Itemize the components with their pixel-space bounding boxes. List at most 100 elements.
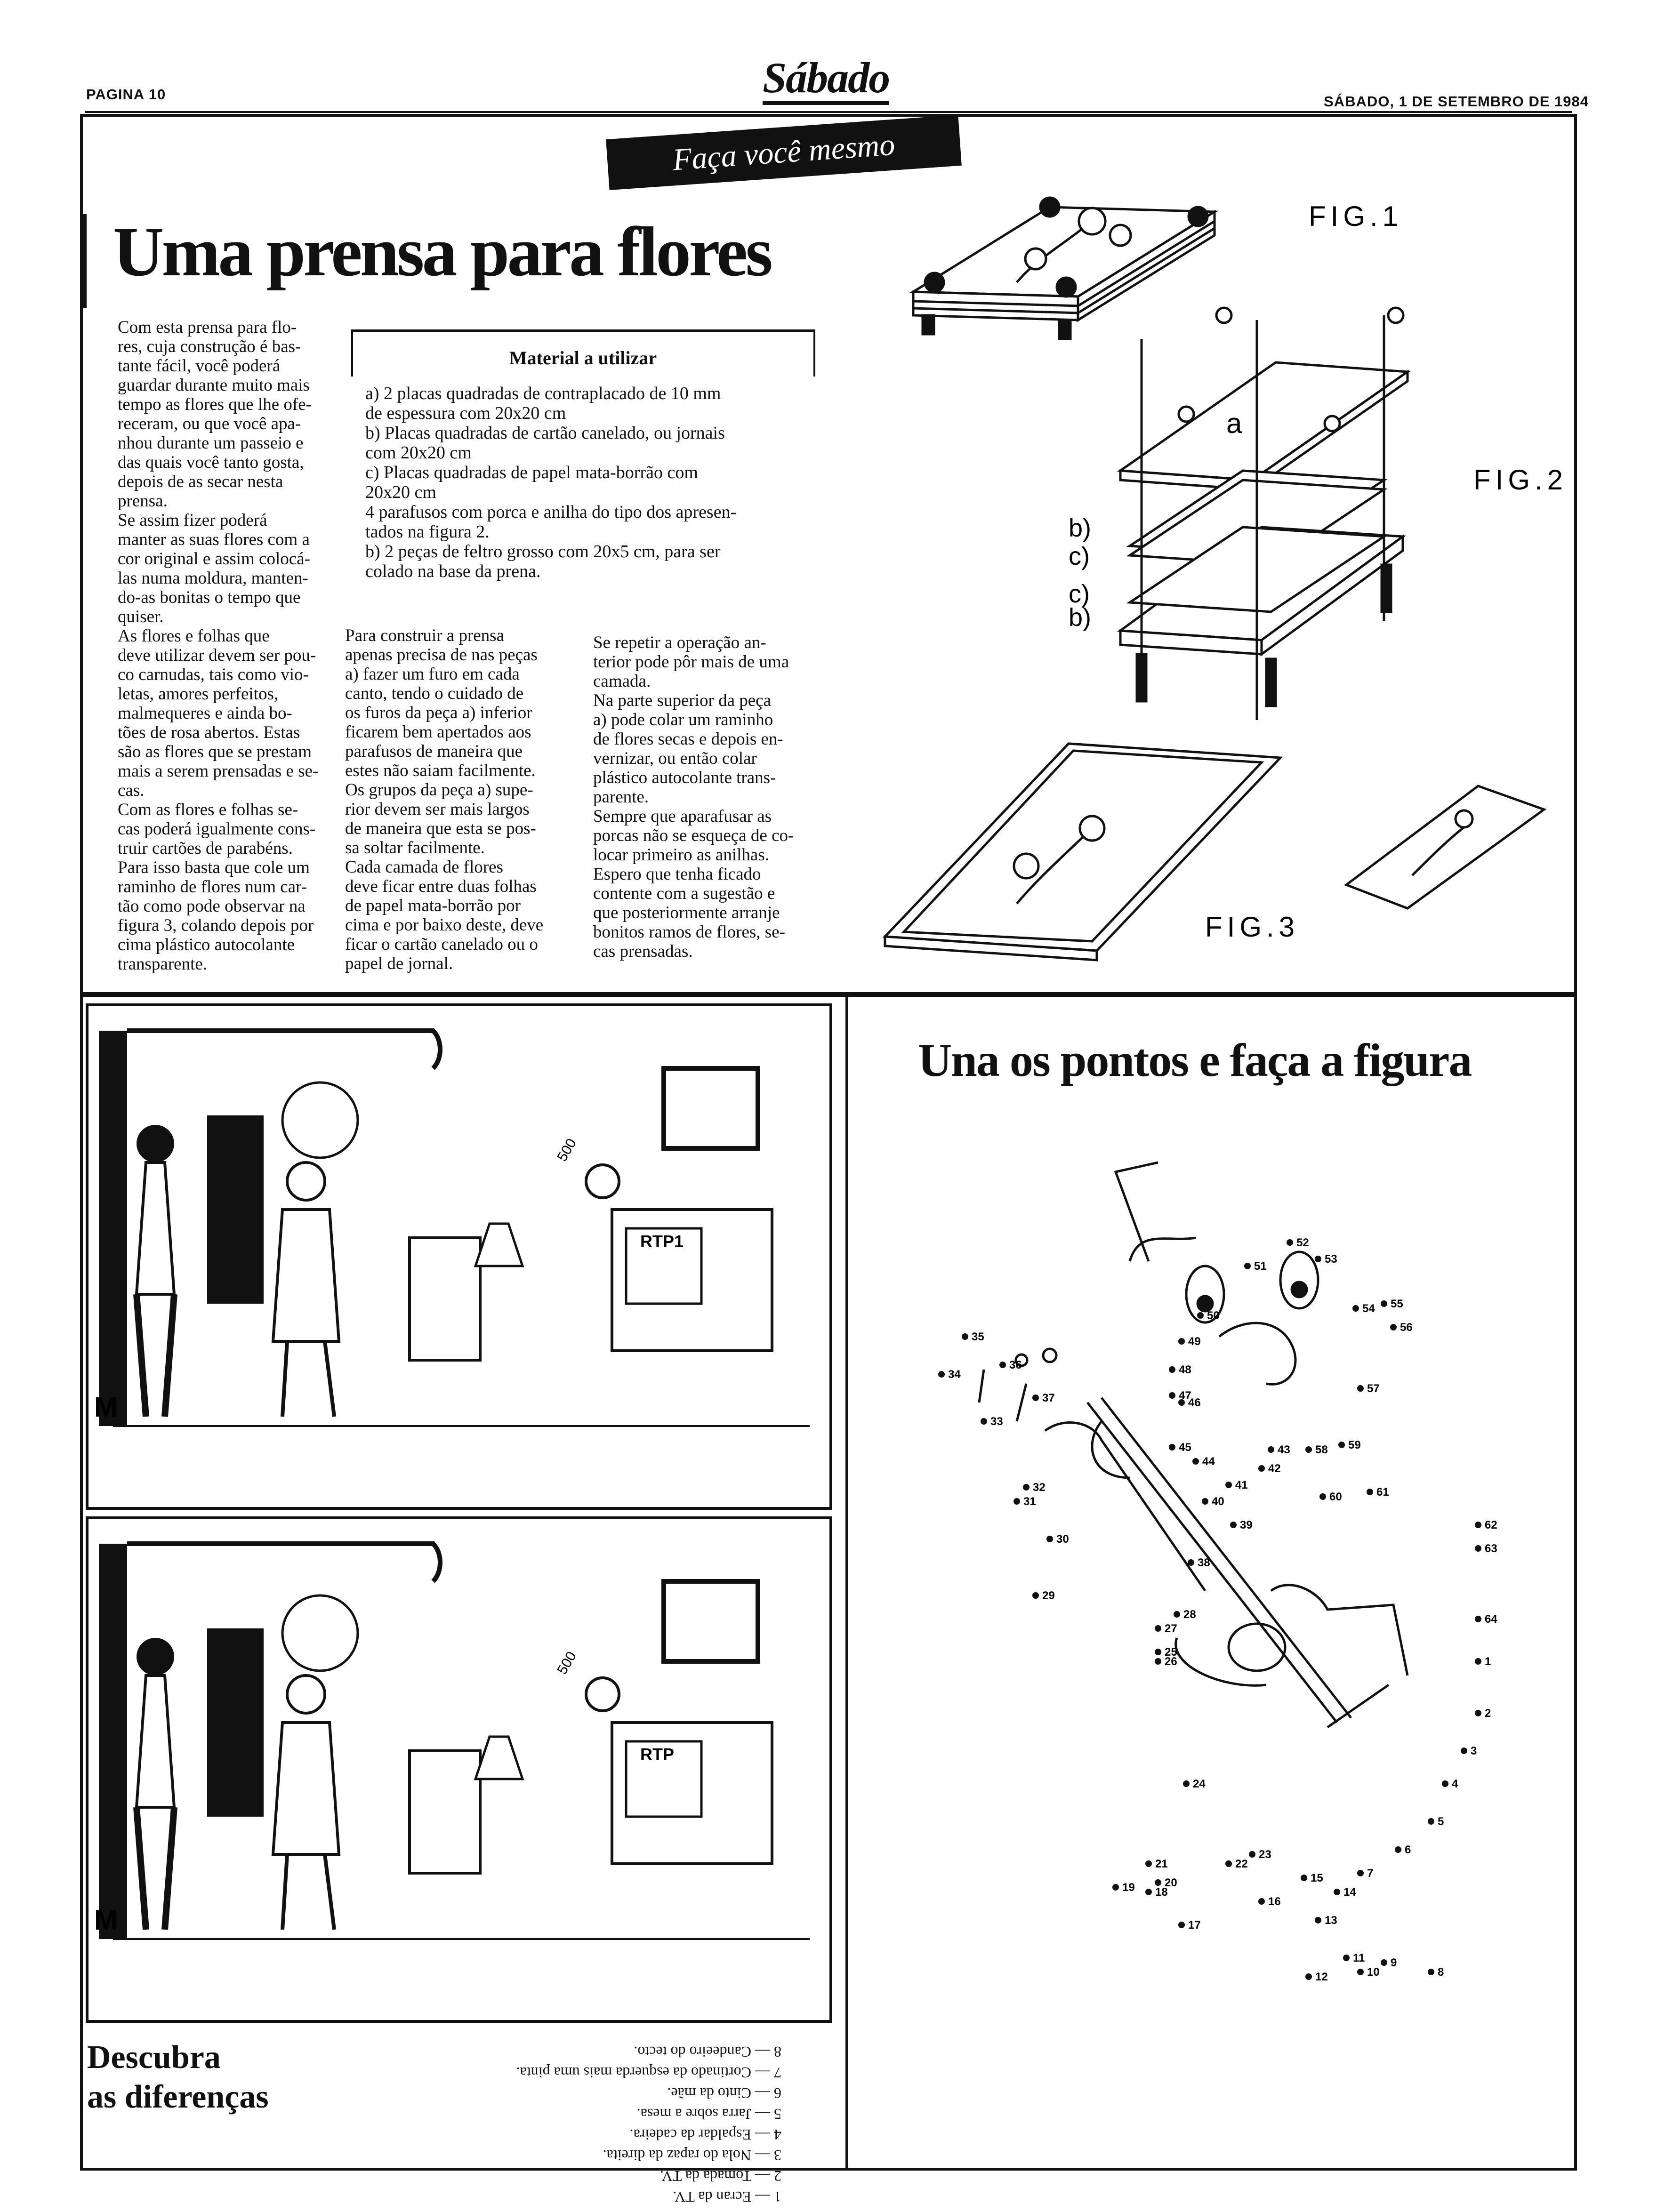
dot-point	[1032, 1592, 1039, 1599]
dot-point	[1155, 1625, 1161, 1632]
dot-point	[1390, 1324, 1397, 1330]
dot-number: 2	[1485, 1707, 1491, 1720]
dot-point	[1197, 1312, 1204, 1319]
fig2-label-c-bottom: c)	[1069, 580, 1090, 608]
dot-point	[1268, 1446, 1274, 1453]
dot-number: 46	[1188, 1396, 1201, 1409]
press-figures: FIG.1 a b) c) c) b) FIG.2 FIG.3	[882, 196, 1563, 962]
dot-point	[1225, 1482, 1232, 1488]
dot-number: 19	[1122, 1881, 1135, 1894]
dot-point	[1475, 1658, 1481, 1665]
dot-point	[1428, 1969, 1434, 1975]
tv-sign-bottom: RTP	[640, 1745, 674, 1764]
dot-point	[1301, 1875, 1307, 1881]
material-title: Material a utilizar	[509, 347, 657, 369]
answer-line: 1 — Ecran da TV.	[673, 2188, 781, 2205]
fig2-label-c-top: c)	[1069, 542, 1090, 570]
fig2-label: FIG.2	[1473, 464, 1563, 496]
section-divider	[83, 992, 1574, 997]
dot-point	[1334, 1889, 1340, 1895]
article-headline: Uma prensa para flores	[113, 213, 773, 291]
dot-number: 60	[1329, 1491, 1342, 1503]
difference-panel-top: RTP1 500 M	[86, 1003, 832, 1510]
dot-number: 30	[1056, 1533, 1069, 1546]
dot-number: 6	[1405, 1843, 1411, 1856]
material-box: Material a utilizar a) 2 placas quadrada…	[351, 329, 815, 604]
artist-mark-bottom: M	[94, 1904, 118, 1936]
dot-point	[1244, 1263, 1251, 1269]
newspaper-logo: Sábado	[763, 54, 890, 105]
fig3-label: FIG.3	[1205, 911, 1299, 943]
dot-number: 64	[1485, 1613, 1497, 1626]
press-figure-1	[909, 196, 1219, 340]
dot-point	[1428, 1818, 1434, 1825]
answer-line: 5 — Jarra sobre a mesa.	[636, 2106, 781, 2123]
material-box-right-edge	[813, 329, 815, 377]
dot-number: 31	[1023, 1495, 1036, 1508]
page-number: PAGINA 10	[86, 86, 166, 103]
dot-number: 55	[1391, 1298, 1403, 1310]
dot-point	[1178, 1922, 1185, 1928]
dot-number: 9	[1391, 1956, 1397, 1969]
dot-number: 22	[1235, 1858, 1248, 1870]
dot-point	[1155, 1879, 1161, 1886]
press-figure-3	[882, 742, 1547, 962]
difference-panel-bottom: RTP 500 M	[86, 1516, 832, 2023]
dot-number: 21	[1155, 1858, 1168, 1870]
dot-point	[1352, 1305, 1359, 1312]
dot-point	[1315, 1917, 1321, 1923]
answer-line: 8 — Candeeiro do tecto.	[634, 2044, 781, 2060]
article-column-1: Com esta prensa para flo- res, cuja cons…	[118, 318, 319, 974]
dot-point	[1338, 1442, 1345, 1448]
dot-number: 36	[1009, 1359, 1022, 1371]
dot-point	[1475, 1710, 1481, 1716]
dot-point	[1442, 1780, 1448, 1787]
dot-number: 49	[1188, 1335, 1201, 1348]
press-figure-2	[1117, 306, 1411, 720]
dot-point	[1475, 1522, 1481, 1528]
dot-point	[1249, 1851, 1255, 1858]
dot-number: 5	[1438, 1815, 1444, 1828]
tv-sign-top: RTP1	[640, 1232, 684, 1251]
dot-number: 54	[1362, 1302, 1375, 1315]
dot-number: 56	[1400, 1321, 1413, 1334]
dot-number: 43	[1278, 1443, 1290, 1456]
dot-point	[1357, 1385, 1364, 1392]
dot-number: 15	[1311, 1872, 1323, 1884]
dot-number: 59	[1348, 1439, 1361, 1451]
dot-point	[1461, 1747, 1467, 1754]
dot-number: 33	[990, 1415, 1003, 1428]
dots-title: Una os pontos e faça a figura	[918, 1034, 1472, 1086]
dot-number: 62	[1485, 1519, 1497, 1531]
dot-number: 4	[1452, 1778, 1458, 1790]
dot-number: 53	[1325, 1253, 1337, 1266]
dot-point	[1381, 1959, 1387, 1966]
dot-point	[1225, 1860, 1232, 1867]
answer-line: 7 — Cortinado da esquerda mais uma pinta…	[516, 2064, 781, 2081]
dot-number: 32	[1033, 1481, 1046, 1494]
dot-point	[1202, 1498, 1208, 1505]
dot-number: 1	[1485, 1655, 1491, 1668]
header-rule	[85, 111, 1572, 113]
dot-point	[999, 1362, 1006, 1368]
dot-number: 27	[1165, 1622, 1177, 1635]
dot-point	[1395, 1846, 1401, 1853]
dot-point	[1381, 1300, 1387, 1307]
dot-point	[938, 1371, 945, 1378]
dot-point	[1188, 1559, 1194, 1566]
dot-number: 38	[1198, 1556, 1210, 1569]
dot-number: 51	[1254, 1260, 1267, 1273]
dot-number: 7	[1367, 1867, 1373, 1880]
dot-point	[1046, 1536, 1053, 1542]
dot-point	[1315, 1256, 1321, 1262]
answer-line: 2 — Tomada da TV.	[660, 2168, 781, 2185]
dot-number: 29	[1042, 1589, 1055, 1602]
dot-number: 20	[1165, 1876, 1177, 1889]
fig2-label-a: a	[1226, 408, 1242, 439]
dot-number: 28	[1183, 1608, 1196, 1621]
dot-number: 61	[1376, 1486, 1389, 1499]
answer-line: 3 — Nola do rapaz da direita.	[603, 2147, 781, 2164]
dot-number: 63	[1485, 1542, 1497, 1555]
